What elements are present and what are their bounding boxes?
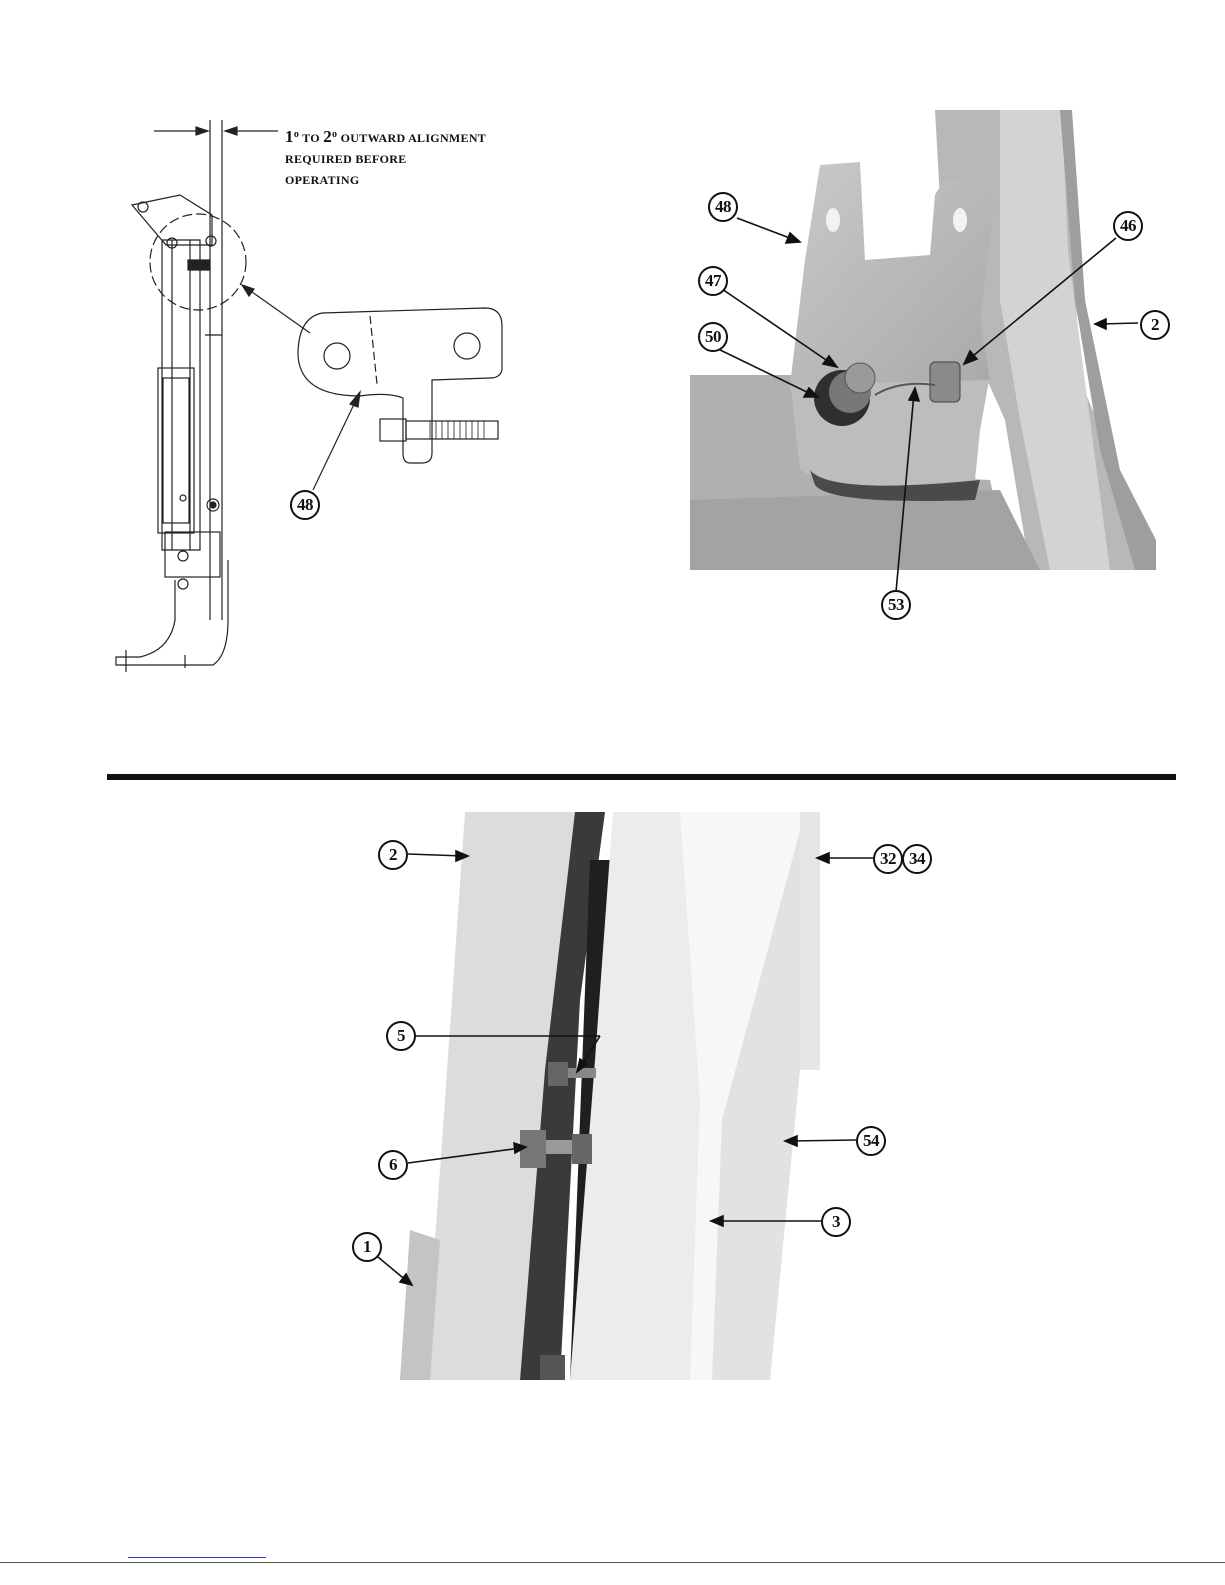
callout-54: 54	[856, 1126, 886, 1156]
callout-34: 34	[902, 844, 932, 874]
callout-3: 3	[821, 1207, 851, 1237]
footer-divider	[0, 1562, 1225, 1563]
footer-link-underline[interactable]	[128, 1557, 266, 1558]
callout-2-bottom: 2	[378, 840, 408, 870]
callout-6: 6	[378, 1150, 408, 1180]
callout-5: 5	[386, 1021, 416, 1051]
callout-32: 32	[873, 844, 903, 874]
callout-1: 1	[352, 1232, 382, 1262]
